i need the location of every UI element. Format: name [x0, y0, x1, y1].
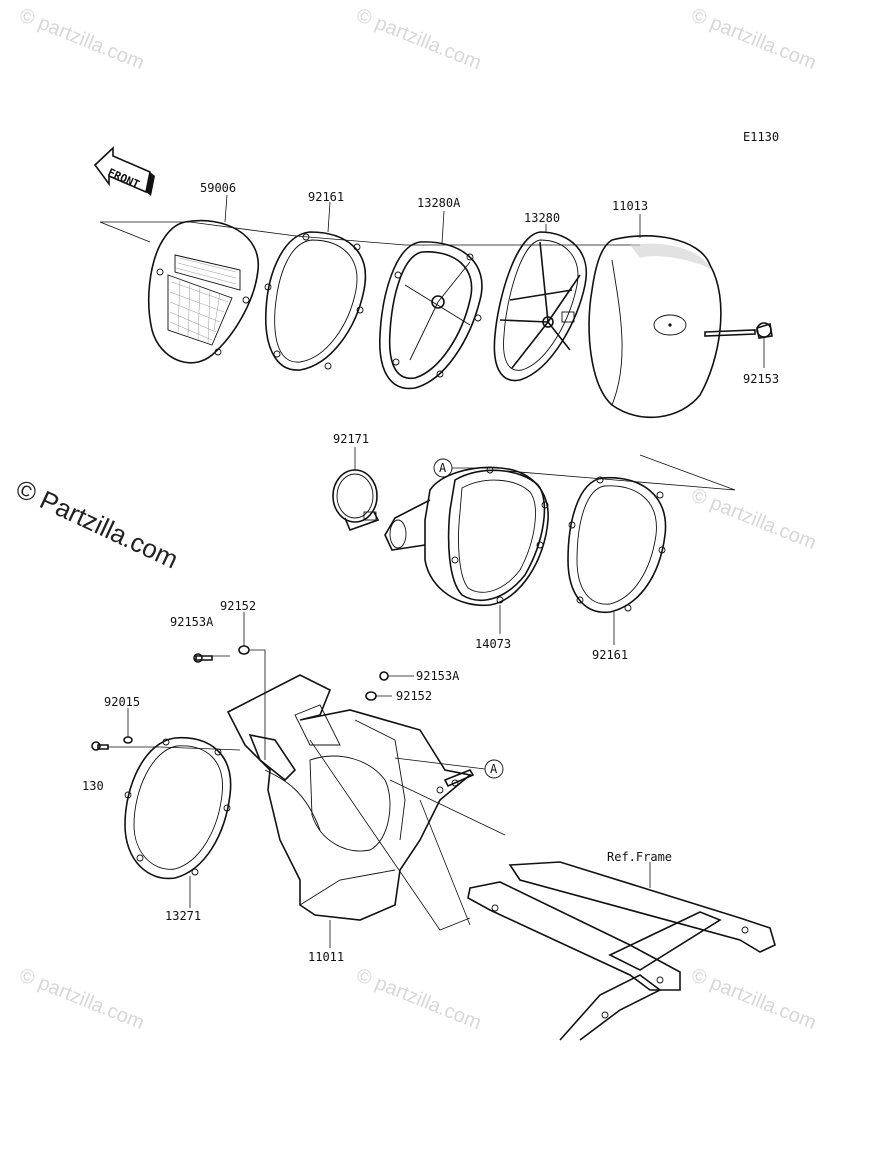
part-label-130: 130 — [82, 779, 104, 793]
part-label-92153: 92153 — [743, 372, 779, 386]
part-label-92153A: 92153A — [416, 669, 460, 683]
air-filter-element-11013 — [588, 235, 722, 419]
watermark: © partzilla.com — [353, 964, 484, 1034]
part-label-13280: 13280 — [524, 211, 560, 225]
bolt-92153A-left — [193, 653, 213, 663]
bolt-92153A-right — [379, 671, 389, 681]
ref-frame-label: Ref.Frame — [607, 850, 672, 864]
part-label-13271: 13271 — [165, 909, 201, 923]
part-label-92153A: 92153A — [170, 615, 214, 629]
reference-marker-a: A — [433, 458, 490, 478]
part-label-11011: 11011 — [308, 950, 344, 964]
watermark-large: © Partzilla.com — [11, 473, 182, 574]
assembly-guide-line — [494, 454, 736, 491]
svg-text:A: A — [439, 461, 447, 475]
part-label-14073: 14073 — [475, 637, 511, 651]
watermark: © partzilla.com — [688, 484, 819, 554]
part-label-92161: 92161 — [592, 648, 628, 662]
watermark: © partzilla.com — [688, 4, 819, 74]
filter-frame-13280A — [379, 241, 483, 390]
filter-cover-59006 — [147, 219, 259, 364]
front-arrow-icon: FRONT — [93, 146, 155, 196]
watermark-group: © partzilla.com © partzilla.com © partzi… — [16, 4, 819, 1034]
assembly-guide-line — [99, 221, 640, 246]
part-label-92015: 92015 — [104, 695, 140, 709]
collar-92015 — [123, 736, 133, 744]
grommet-92152-right — [365, 691, 377, 701]
part-label-92171: 92171 — [333, 432, 369, 446]
frame-reference — [467, 861, 776, 1041]
diagram-code: E1130 — [743, 130, 779, 144]
reference-marker-a: A — [394, 757, 504, 779]
air-cleaner-case-14073 — [384, 466, 549, 607]
part-label-13280A: 13280A — [417, 196, 461, 210]
gasket-92161-top — [264, 231, 367, 371]
bolt-130 — [91, 741, 109, 751]
grommet-92152-left — [238, 645, 250, 655]
part-label-92152: 92152 — [396, 689, 432, 703]
gasket-13271 — [124, 736, 232, 880]
part-label-92161: 92161 — [308, 190, 344, 204]
clamp-92171 — [332, 469, 380, 532]
watermark: © partzilla.com — [688, 964, 819, 1034]
watermark: © partzilla.com — [16, 964, 147, 1034]
part-label-11013: 11013 — [612, 199, 648, 213]
svg-text:A: A — [490, 762, 498, 776]
watermark: © partzilla.com — [16, 4, 147, 74]
air-box-housing-11011 — [226, 674, 475, 921]
part-label-59006: 59006 — [200, 181, 236, 195]
gasket-92161-mid — [567, 476, 667, 614]
bolt-92153-top — [704, 322, 773, 339]
watermark: © partzilla.com — [353, 4, 484, 74]
part-label-92152: 92152 — [220, 599, 256, 613]
filter-cage-13280 — [493, 231, 588, 382]
